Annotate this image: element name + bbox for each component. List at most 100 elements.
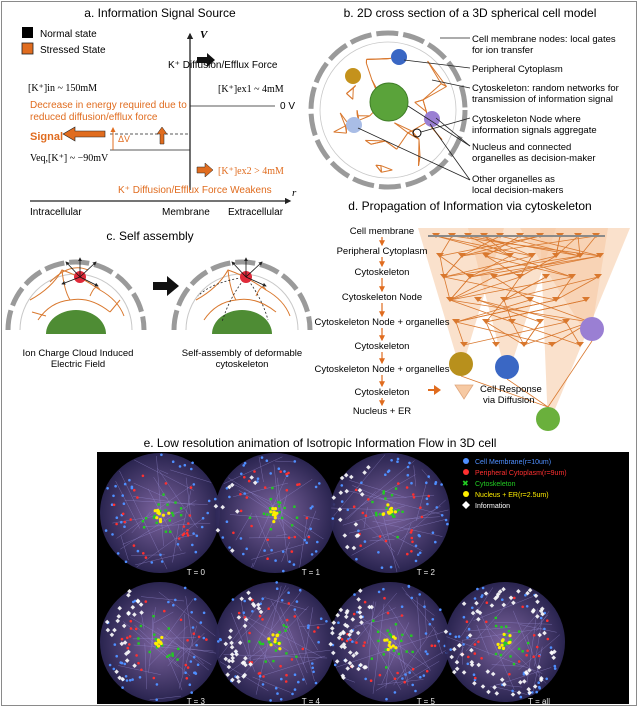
panel-d: d. Propagation of Information via cytosk… [315,199,630,431]
legend-marker [463,458,469,464]
node-marker [542,274,550,279]
d-organelle-gold [449,352,473,376]
legend-label: Information [475,503,510,510]
node-marker [516,274,524,279]
response-cone [454,384,474,400]
self-assembly-left [5,257,147,334]
node-marker [528,253,536,258]
legend-normal-label: Normal state [40,29,97,40]
animation-frame: T = 3 [100,582,220,706]
animation-frame: T = all [443,582,565,706]
node-marker [594,274,602,279]
node-marker [490,274,498,279]
node-marker [482,319,490,324]
legend-stressed-label: Stressed State [40,45,106,56]
k-ex1-label: [K⁺]ex1 ~ 4mM [218,84,284,95]
propagation-step: Cytoskeleton Node [342,292,422,303]
response-arrow [428,385,441,395]
intracellular-label: Intracellular [30,207,82,218]
signal-label: Signal [30,131,63,143]
node-marker [596,253,604,258]
animation-frame: T = 1 [213,453,336,577]
legend-label: Cell Membrane(r=10um) [475,459,551,466]
panel-d-title: d. Propagation of Information via cytosk… [348,199,591,213]
node-marker [576,253,584,258]
propagation-step: Cytoskeleton Node + organelles [315,364,450,375]
force-top-label: K⁺ Diffusion/Efflux Force [168,60,278,71]
node-marker [552,297,560,302]
label-node: Cytoskeleton Node where [472,114,581,125]
d-organelle-purple [580,317,604,341]
organelle-lightblue [346,117,362,133]
label-membrane-nodes: Cell membrane nodes: local gates [472,34,616,45]
caption-left-2: Electric Field [51,359,105,370]
signal-arrow [62,126,106,142]
node-marker [452,319,460,324]
panel-a: a. Information Signal Source Normal stat… [21,6,297,218]
frame-label: T = 2 [417,568,436,577]
node-marker [526,297,534,302]
label-nucleus: Nucleus and connected [472,142,571,153]
caption-left-1: Ion Charge Cloud Induced [23,348,134,359]
panel-e-title: e. Low resolution animation of Isotropic… [144,436,497,450]
self-assembly-right [171,257,313,334]
node-marker [520,342,528,347]
panel-b: b. 2D cross section of a 3D spherical ce… [308,6,619,196]
label-nucleus-2: organelles as decision-maker [472,153,596,164]
node-marker [562,319,570,324]
response-line1: Cell Response [480,384,542,395]
peripheral-cytoplasm-ring [319,41,457,179]
animation-frame: T = 5 [328,582,450,706]
node-marker [500,297,508,302]
propagation-step: Cell membrane [350,226,414,237]
force-weakens-label: K⁺ Diffusion/Efflux Force Weakens [118,185,272,196]
legend-marker [462,501,470,509]
panel-b-title: b. 2D cross section of a 3D spherical ce… [344,6,597,20]
propagation-step: Cytoskeleton Node + organelles [315,317,450,328]
node-marker [506,253,514,258]
membrane-label: Membrane [162,207,210,218]
legend-label: Cytoskeleton [475,481,516,488]
node-marker [474,297,482,302]
label-cytoskeleton: Cytoskeleton: random networks for [472,83,619,94]
legend-marker [463,491,469,497]
panel-a-title: a. Information Signal Source [84,6,236,20]
organelle-gold [345,68,361,84]
legend-marker: ✖ [462,479,469,488]
node-marker [446,297,454,302]
propagation-step: Peripheral Cytoplasm [337,246,428,257]
propagation-step: Nucleus + ER [353,406,411,417]
propagation-lines [435,235,601,408]
decrease-line2: reduced diffusion/efflux force [30,112,158,123]
callout-lines [357,37,471,181]
legend-label: Nucleus + ER(r=2.5um) [475,492,549,499]
zero-v-label: 0 V [280,101,295,112]
label-ion-transfer: for ion transfer [472,45,533,56]
cytoskeleton-node-marker [412,128,422,138]
panel-e: e. Low resolution animation of Isotropic… [97,436,629,706]
legend-normal-swatch [22,27,33,38]
frame-label: T = 5 [417,697,436,706]
panel-c: c. Self assembly [5,229,313,370]
node-marker [460,342,468,347]
nucleus [369,82,409,122]
transition-arrow [153,276,179,296]
frame-label: T = 3 [187,697,206,706]
k-ex2-label: [K⁺]ex2 > 4mM [218,166,284,177]
node-marker [548,342,556,347]
rise-arrow [156,126,168,145]
decrease-line1: Decrease in energy required due to [30,100,187,111]
node-marker [466,274,474,279]
v-axis-label: V [200,29,209,41]
label-cytoskeleton-2: transmission of information signal [472,94,613,105]
propagation-step: Cytoskeleton [355,341,410,352]
legend-label: Peripheral Cytoplasm(r=9um) [475,470,567,477]
d-organelle-blue [495,355,519,379]
caption-right-1: Self-assembly of deformable [182,348,302,359]
node-marker [552,253,560,258]
k-in-label: [K⁺]in ~ 150mM [28,83,97,94]
